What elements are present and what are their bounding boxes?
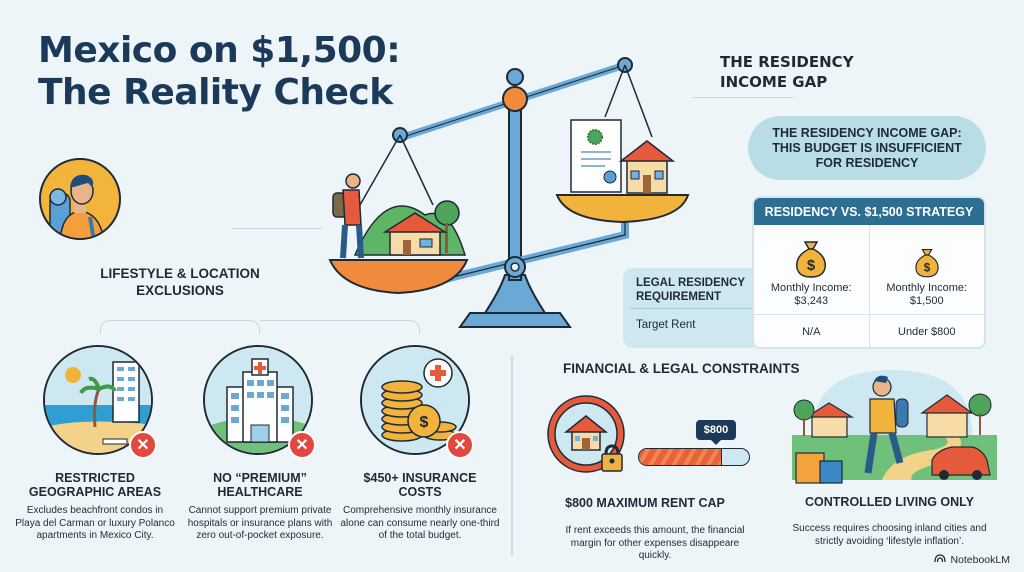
lifestyle-bracket-right: [260, 320, 420, 334]
card-title: RESTRICTED GEOGRAPHIC AREAS: [28, 471, 162, 499]
income-value: $1,500: [909, 295, 944, 307]
controlled-living-title: CONTROLLED LIVING ONLY: [805, 495, 974, 509]
beach-condo-icon: [43, 345, 153, 455]
lifestyle-section-title: LIFESTYLE & LOCATION EXCLUSIONS: [100, 266, 260, 298]
rent-cap-panel: $800 $800 MAXIMUM RENT CAP If rent excee…: [540, 390, 780, 561]
svg-text:$: $: [807, 257, 816, 274]
comparison-table: RESIDENCY VS. $1,500 STRATEGY $ Monthly …: [752, 196, 986, 349]
controlled-living-panel: CONTROLLED LIVING ONLY Success requires …: [782, 360, 997, 560]
rent-cap-tag: $800: [696, 420, 736, 440]
excluded-x-icon: ✕: [129, 431, 157, 459]
rent-cap-title: $800 MAXIMUM RENT CAP: [565, 496, 725, 510]
card-description: Comprehensive monthly insurance alone ca…: [340, 505, 500, 541]
constraints-section-title: FINANCIAL & LEGAL CONSTRAINTS: [563, 361, 800, 376]
controlled-living-description: Success requires choosing inland cities …: [792, 523, 987, 547]
controlled-living-illustration: [782, 365, 997, 490]
tag-pointer: [711, 440, 721, 445]
rent-value: N/A: [802, 326, 821, 338]
income-label: Monthly Income:: [886, 282, 968, 294]
row-divider: [630, 308, 752, 309]
footer-brand: NotebookLM: [934, 553, 1010, 566]
money-bag-large-icon: $: [793, 238, 829, 282]
residency-gap-bubble: THE RESIDENCY INCOME GAP: THIS BUDGET IS…: [748, 116, 986, 180]
lifestyle-card-healthcare: ✕ NO “PREMIUM” HEALTHCARE Cannot support…: [180, 345, 340, 565]
lifestyle-card-insurance: $ ✕ $450+ INSURANCE COSTS Comprehensive …: [340, 345, 500, 565]
rent-cap-description: If rent exceeds this amount, the financi…: [565, 525, 745, 561]
traveler-avatar-icon: [38, 157, 122, 241]
card-title: $450+ INSURANCE COSTS: [363, 471, 477, 499]
card-title: NO “PREMIUM” HEALTHCARE: [213, 471, 307, 499]
row-label-legal-residency: LEGAL RESIDENCY REQUIREMENT: [636, 277, 745, 303]
locked-house-icon: [544, 392, 634, 487]
lifestyle-card-geographic: ✕ RESTRICTED GEOGRAPHIC AREAS Excludes b…: [15, 345, 175, 565]
income-label: Monthly Income:: [770, 282, 852, 294]
excluded-x-icon: ✕: [288, 431, 316, 459]
rent-cap-progress-fill: [639, 449, 722, 465]
section-divider: [511, 355, 513, 555]
income-value: $3,243: [794, 295, 829, 307]
table-column-residency: $ Monthly Income: $3,243 N/A: [754, 225, 870, 347]
svg-text:$: $: [420, 414, 429, 431]
notebooklm-logo-icon: [934, 553, 947, 566]
card-description: Excludes beachfront condos in Playa del …: [15, 505, 175, 541]
money-bag-small-icon: $: [913, 246, 941, 282]
rent-cap-progress-bar: [638, 448, 750, 466]
balance-scale-illustration: [325, 55, 695, 340]
heading-connector-line: [693, 97, 793, 98]
page-title: Mexico on $1,500: The Reality Check: [38, 30, 401, 113]
lifestyle-bracket: [100, 320, 260, 334]
card-description: Cannot support premium private hospitals…: [187, 505, 333, 541]
table-column-strategy: $ Monthly Income: $1,500 Under $800: [869, 225, 984, 347]
lifestyle-connector-line: [232, 228, 322, 229]
brand-name: NotebookLM: [950, 553, 1010, 566]
svg-text:$: $: [924, 261, 931, 274]
row-label-target-rent: Target Rent: [636, 319, 696, 331]
excluded-x-icon: ✕: [446, 431, 474, 459]
rent-value: Under $800: [898, 326, 956, 338]
table-header: RESIDENCY VS. $1,500 STRATEGY: [754, 198, 984, 225]
residency-gap-heading: THE RESIDENCY INCOME GAP: [720, 53, 854, 91]
